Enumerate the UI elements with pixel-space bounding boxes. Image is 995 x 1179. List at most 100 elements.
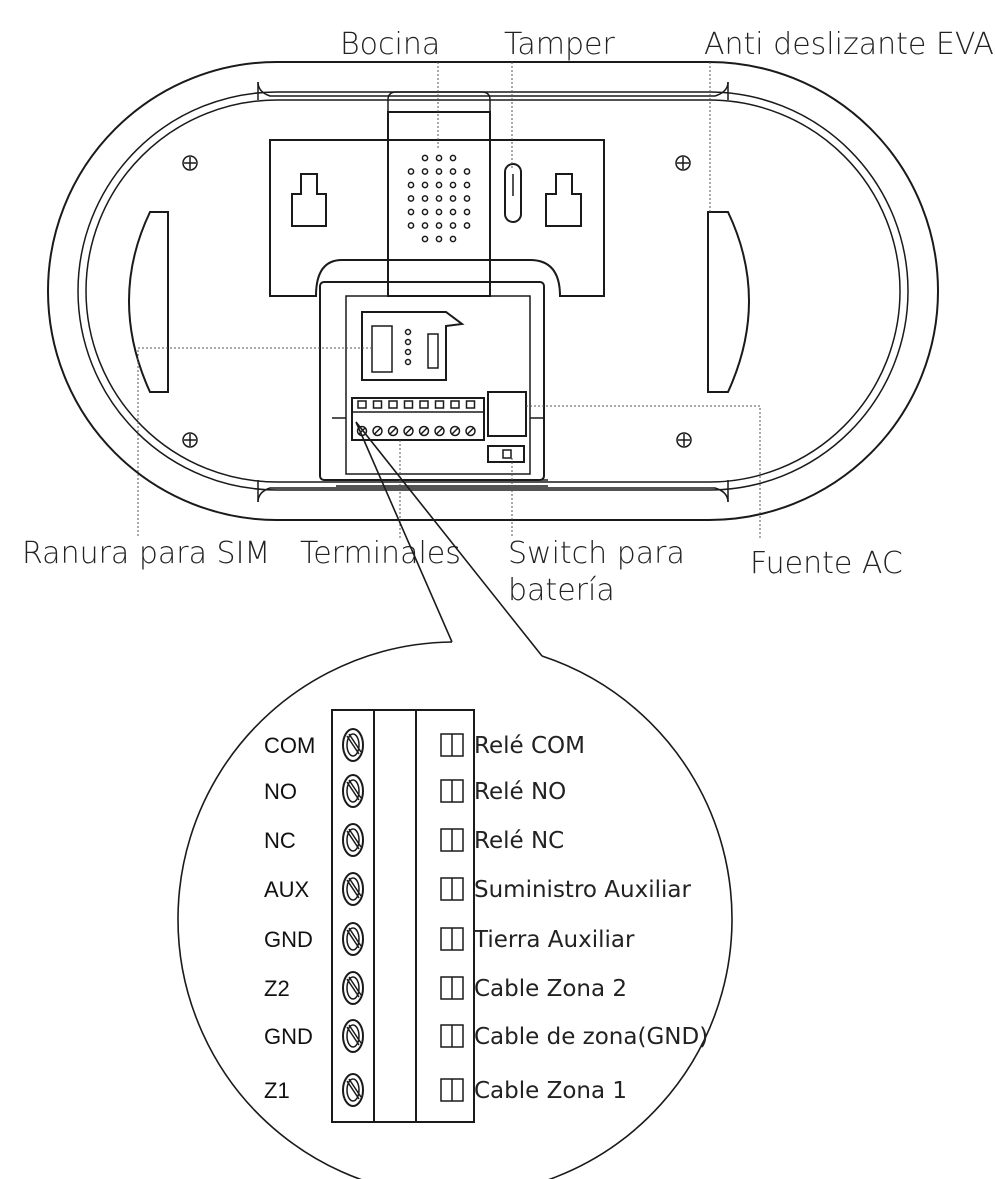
device-terminal-slot xyxy=(419,400,429,409)
device-terminal-block xyxy=(351,397,485,441)
grille-hole xyxy=(421,222,429,229)
zoom-callout xyxy=(177,421,733,1179)
anti-slip-pad-right xyxy=(707,211,750,393)
label-switch-line2: batería xyxy=(508,573,615,608)
inner-shell xyxy=(77,91,909,491)
grille-hole xyxy=(463,222,471,229)
grille-hole xyxy=(449,235,457,243)
terminal-slot xyxy=(440,779,464,803)
terminal-description: Tierra Auxiliar xyxy=(473,927,635,953)
device-terminal-slot xyxy=(450,400,460,409)
terminal-screw xyxy=(342,922,364,956)
grille-hole xyxy=(421,235,429,243)
device-terminal-slot xyxy=(434,400,445,409)
terminal-description: Suministro Auxiliar xyxy=(474,877,691,903)
grille-hole xyxy=(421,181,429,189)
terminal-code: COM xyxy=(264,733,315,758)
terminal-code: Z1 xyxy=(264,1078,290,1103)
tamper-switch xyxy=(504,163,522,223)
label-switch-line1: Switch para xyxy=(508,536,685,571)
battery-compartment xyxy=(319,281,548,487)
screw-bottom-right xyxy=(676,432,692,448)
terminal-screw xyxy=(342,872,364,906)
keyhole-left xyxy=(291,173,327,227)
terminal-slot xyxy=(440,1078,464,1102)
grille-hole xyxy=(421,208,429,216)
device-terminal-slot xyxy=(372,400,383,409)
leader-fuente xyxy=(526,405,761,538)
grille-hole xyxy=(435,235,443,243)
grille-hole xyxy=(449,181,457,189)
terminal-slot xyxy=(440,927,464,951)
inner-shell-2 xyxy=(85,99,901,483)
screw-top-left xyxy=(182,155,198,171)
grille-hole xyxy=(435,181,443,189)
terminal-description: Cable de zona(GND) xyxy=(474,1024,708,1050)
device-terminal-screw xyxy=(434,425,445,437)
anti-slip-pad-left xyxy=(128,211,169,393)
grille-hole xyxy=(435,222,443,229)
grille-hole xyxy=(407,168,415,175)
terminal-description: Cable Zona 1 xyxy=(474,1078,627,1104)
grille-hole xyxy=(449,208,457,216)
terminal-description: Relé COM xyxy=(474,733,585,759)
grille-hole xyxy=(435,195,443,202)
terminal-screws xyxy=(342,728,464,1107)
grille-hole xyxy=(435,154,443,162)
grille-hole xyxy=(421,195,429,202)
grille-hole xyxy=(463,168,471,175)
device-terminal-slot xyxy=(465,400,476,409)
device-housing xyxy=(47,61,939,521)
device-terminal-screw xyxy=(387,425,399,437)
ac-connector xyxy=(487,391,527,437)
terminal-description: Relé NC xyxy=(474,828,564,854)
device-terminal-screw xyxy=(372,425,383,437)
terminal-screw xyxy=(342,1019,364,1053)
zoom-pointer xyxy=(355,421,543,657)
terminal-slot xyxy=(440,877,464,901)
label-sim: Ranura para SIM xyxy=(22,536,270,571)
grille-hole xyxy=(449,195,457,202)
grille-hole xyxy=(449,222,457,229)
terminal-code: AUX xyxy=(264,877,310,902)
terminal-code: GND xyxy=(264,927,313,952)
device-terminal-screw xyxy=(449,425,461,437)
outer-shell xyxy=(47,61,939,521)
terminal-screw xyxy=(342,728,364,762)
terminal-description: Relé NO xyxy=(474,779,566,805)
device-terminal-screw xyxy=(403,425,414,437)
terminal-screw xyxy=(342,1073,364,1107)
label-fuente: Fuente AC xyxy=(750,546,903,581)
label-bocina: Bocina xyxy=(340,27,440,62)
terminal-slot xyxy=(440,733,464,757)
grille-hole xyxy=(463,181,471,189)
grille-hole xyxy=(435,168,443,175)
screw-top-right xyxy=(675,155,691,171)
label-anti: Anti deslizante EVA xyxy=(704,27,994,62)
grille-hole xyxy=(407,195,415,202)
terminal-slot xyxy=(440,1024,464,1048)
terminal-screw xyxy=(342,774,364,808)
device-terminal-slot xyxy=(388,400,398,409)
grille-hole xyxy=(407,208,415,216)
device-terminal-screw xyxy=(418,425,430,437)
terminal-description: Cable Zona 2 xyxy=(474,976,627,1002)
device-terminal-slot xyxy=(357,400,367,409)
grille-hole xyxy=(435,208,443,216)
zoom-circle xyxy=(177,641,733,1179)
terminal-screw xyxy=(342,971,364,1005)
grille-hole xyxy=(449,168,457,175)
grille-hole xyxy=(407,181,415,189)
screw-bottom-left xyxy=(182,432,198,448)
grille-hole xyxy=(421,168,429,175)
device-terminal-slot xyxy=(403,400,414,409)
terminal-code: GND xyxy=(264,1024,313,1049)
device-terminal-screw xyxy=(465,425,476,437)
grille-hole xyxy=(463,208,471,216)
terminal-slot xyxy=(440,976,464,1000)
battery-switch xyxy=(487,445,525,463)
sim-slot xyxy=(361,311,465,381)
speaker-grille xyxy=(407,154,471,243)
